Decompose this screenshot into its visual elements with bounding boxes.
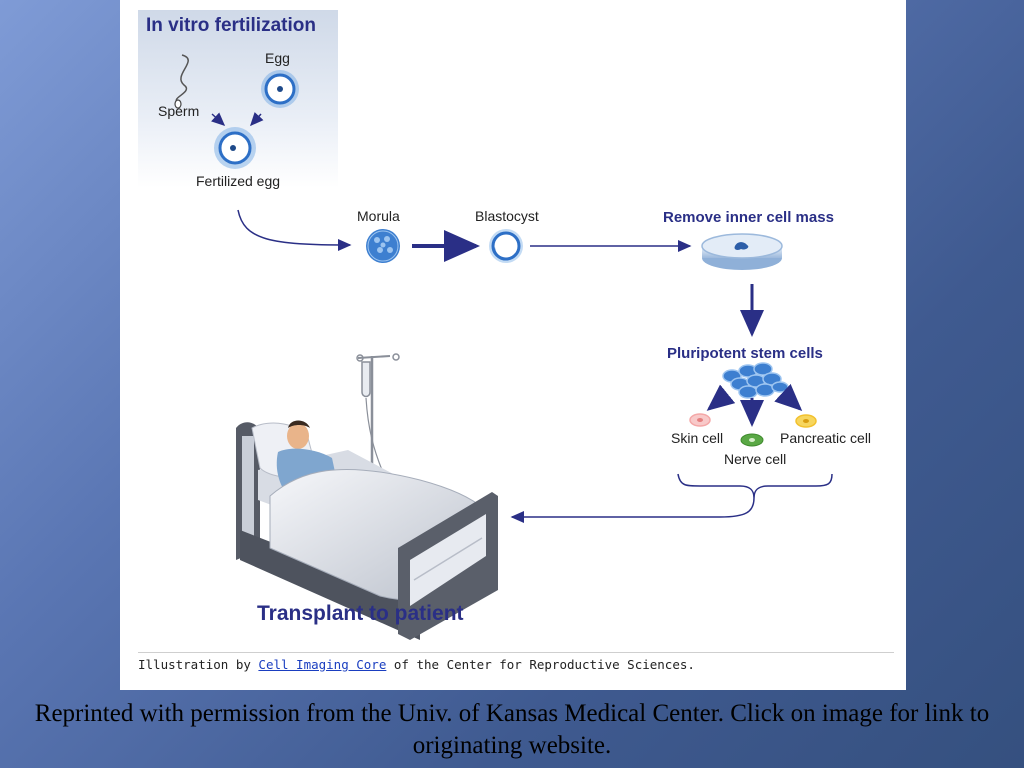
pancreatic-cell-label: Pancreatic cell (780, 430, 872, 446)
sperm-arrow (211, 112, 226, 127)
cell-imaging-core-link[interactable]: Cell Imaging Core (258, 657, 387, 672)
arrow-to-skin-cell (706, 384, 736, 411)
stem-cells-icon (722, 362, 789, 399)
fertilized-egg-icon (214, 127, 256, 169)
petri-dish-icon (701, 233, 783, 270)
remove-inner-cell-mass-label: Remove inner cell mass (663, 209, 834, 226)
nerve-cell-icon (740, 433, 764, 447)
morula-label: Morula (357, 208, 400, 224)
iv-stand-icon (356, 353, 400, 471)
sperm-icon (174, 54, 189, 109)
hospital-bed-icon (236, 420, 498, 640)
blastocyst-label: Blastocyst (475, 208, 539, 224)
egg-arrow (249, 112, 264, 127)
sperm-label: Sperm (158, 103, 200, 119)
diagram-artwork (174, 54, 833, 640)
transplant-label: Transplant to patient (257, 602, 464, 625)
egg-label: Egg (265, 50, 290, 66)
nerve-cell-label: Nerve cell (724, 451, 787, 467)
egg-icon (261, 70, 299, 108)
pluripotent-stem-cells-label: Pluripotent stem cells (667, 345, 823, 362)
caption-link[interactable]: Reprinted with permission from the Univ.… (34, 700, 990, 759)
morula-icon (366, 229, 400, 263)
credit-prefix: Illustration by (138, 657, 259, 672)
illustration-panel[interactable]: In vitro fertilization Egg Sperm Fertili… (120, 0, 906, 690)
cells-brace (677, 473, 833, 499)
skin-cell-icon (689, 413, 711, 427)
credit-suffix: of the Center for Reproductive Sciences. (386, 657, 695, 672)
arrow-to-pancreatic-cell (774, 383, 803, 412)
slide-caption: Reprinted with permission from the Univ.… (0, 698, 1024, 762)
blastocyst-icon (489, 229, 523, 263)
skin-cell-label: Skin cell (671, 430, 724, 446)
arrow-to-patient (510, 497, 755, 523)
fertilized-egg-label: Fertilized egg (196, 173, 281, 189)
ivf-title: In vitro fertilization (146, 15, 316, 36)
arrow-to-morula (237, 209, 352, 251)
credit-divider (138, 652, 894, 653)
illustration-credit: Illustration by Cell Imaging Core of the… (138, 657, 695, 672)
pancreatic-cell-icon (795, 414, 817, 428)
